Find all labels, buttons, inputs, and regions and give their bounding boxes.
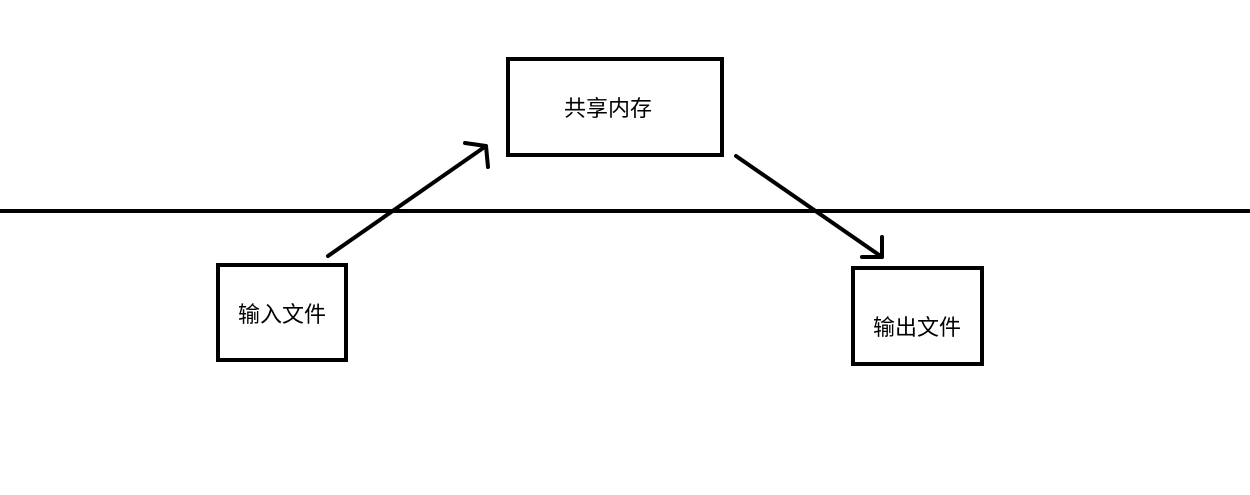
shared-memory-label: 共享内存 <box>564 97 653 122</box>
shared-memory-box: 共享内存 <box>506 57 724 157</box>
arrow-shared-to-output <box>734 154 884 259</box>
input-file-box: 输入文件 <box>216 263 348 362</box>
arrowhead <box>463 141 490 169</box>
output-file-label: 输出文件 <box>873 316 962 341</box>
arrow-shaft <box>734 154 884 259</box>
arrow-shaft <box>326 144 488 258</box>
arrow-input-to-shared <box>326 141 490 258</box>
arrowhead <box>860 235 884 259</box>
output-file-box: 输出文件 <box>851 266 984 366</box>
input-file-label: 输入文件 <box>238 303 327 328</box>
